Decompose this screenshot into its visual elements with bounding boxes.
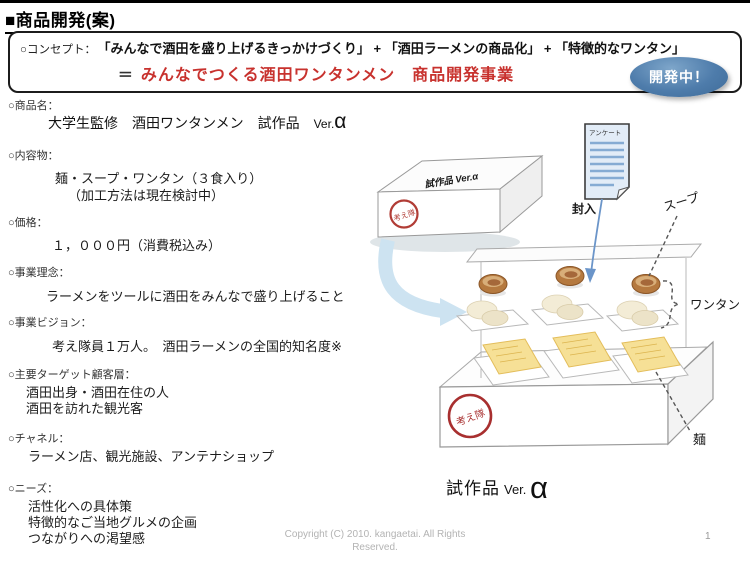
contents-line-2: （加工方法は現在検討中） <box>68 188 225 203</box>
concept-box: ○コンセプト： 「みんなで酒田を盛り上げるきっかけづくり」 + 「酒田ラーメンの商… <box>8 31 742 93</box>
noodle-label: 麺 <box>693 432 706 447</box>
concept-equals: ＝ <box>117 67 133 84</box>
product-diagram: 試作品 Ver.α 考え隊 考え隊 <box>370 123 740 505</box>
section-label-contents: ○内容物： <box>8 150 59 162</box>
concept-label: ○コンセプト： <box>20 44 96 56</box>
badge-label: 開発中！ <box>649 69 709 85</box>
survey-document-icon: アンケート <box>584 123 630 201</box>
caption-ver: Ver. <box>504 482 526 497</box>
channel-line: ラーメン店、観光施設、アンテナショップ <box>28 449 274 464</box>
wantan-tray-icons <box>455 294 680 332</box>
prototype-caption: 試作品 Ver. α <box>446 470 548 505</box>
in-development-badge: 開発中！ <box>630 57 728 97</box>
wantan-label: ワンタン <box>690 298 740 312</box>
enclose-label: 封入 <box>572 201 596 216</box>
soup-bowl-icons <box>478 266 661 297</box>
copyright-line2: Reserved. <box>352 542 398 553</box>
contents-line-1: 麺・スープ・ワンタン（３食入り） <box>55 171 263 186</box>
closed-box-shadow <box>370 232 520 252</box>
noodle-pointer-line <box>655 371 691 432</box>
open-box-side <box>667 340 714 446</box>
wantan-tray-icon <box>605 300 680 332</box>
section-label-vision: ○事業ビジョン： <box>8 317 92 329</box>
noodle-tray-icon <box>543 331 620 379</box>
caption-alpha: α <box>530 470 548 505</box>
section-label-needs: ○ニーズ： <box>8 483 59 495</box>
closed-box-stamp-icon <box>389 199 419 229</box>
section-label-target: ○主要ターゲット顧客層： <box>8 369 136 381</box>
needs-line-1: 活性化への具体策 <box>28 499 133 514</box>
survey-title: アンケート <box>589 129 621 137</box>
top-border <box>0 0 750 3</box>
noodle-tray-icons <box>473 331 689 386</box>
concept-line1: ○コンセプト： 「みんなで酒田を盛り上げるきっかけづくり」 + 「酒田ラーメンの商… <box>20 38 732 57</box>
soup-bowl-icon <box>631 274 661 297</box>
wantan-brace <box>660 280 680 329</box>
wantan-tray-icon <box>530 294 605 326</box>
closed-box-side <box>499 154 543 234</box>
section-label-product: ○商品名： <box>8 100 59 112</box>
price-line: １，０００円（消費税込み） <box>52 238 222 253</box>
concept-line2: ＝ みんなでつくる酒田ワンタンメン 商品開発事業 <box>20 61 732 85</box>
copyright: Copyright (C) 2010. kangaetai. All Right… <box>250 528 500 554</box>
closed-box: 試作品 Ver.α 考え隊 <box>370 154 544 252</box>
target-line-2: 酒田を訪れた観光客 <box>26 401 144 416</box>
needs-line-3: つながりへの渇望感 <box>28 531 146 546</box>
soup-label: スープ <box>662 190 702 214</box>
section-label-channel: ○チャネル： <box>8 433 70 445</box>
open-box-lid <box>465 243 703 263</box>
product-name-line: 大学生監修 酒田ワンタンメン 試作品 Ver.α <box>48 110 347 133</box>
product-alpha: α <box>334 110 347 133</box>
unpack-arrow-icon <box>378 238 467 326</box>
open-box-stamp-icon <box>447 393 493 439</box>
noodle-tray-icon <box>473 338 550 386</box>
soup-bowl-icon <box>478 274 508 297</box>
concept-result: みんなでつくる酒田ワンタンメン 商品開発事業 <box>140 67 515 84</box>
product-prefix: 大学生監修 酒田ワンタンメン 試作品 <box>48 115 314 131</box>
needs-line-2: 特徴的なご当地グルメの企画 <box>28 515 198 530</box>
page-number: 1 <box>705 531 711 542</box>
wantan-tray-icon <box>455 300 530 332</box>
soup-bowl-icon <box>555 266 585 289</box>
enclose-arrow-icon <box>585 198 603 283</box>
vision-line: 考え隊員１万人。 酒田ラーメンの全国的知名度※ <box>52 339 342 354</box>
philosophy-line: ラーメンをツールに酒田をみんなで盛り上げること <box>46 289 345 304</box>
caption-main: 試作品 <box>446 479 500 498</box>
section-label-price: ○価格： <box>8 217 48 229</box>
section-label-philosophy: ○事業理念： <box>8 267 70 279</box>
product-ver: Ver. <box>313 117 335 131</box>
copyright-line1: Copyright (C) 2010. kangaetai. All Right… <box>284 529 466 540</box>
concept-formula: 「みんなで酒田を盛り上げるきっかけづくり」 + 「酒田ラーメンの商品化」 + 「… <box>103 41 686 56</box>
target-line-1: 酒田出身・酒田在住の人 <box>26 385 170 400</box>
noodle-tray-icon <box>612 336 689 384</box>
page-title: ■商品開発(案) <box>5 6 191 34</box>
